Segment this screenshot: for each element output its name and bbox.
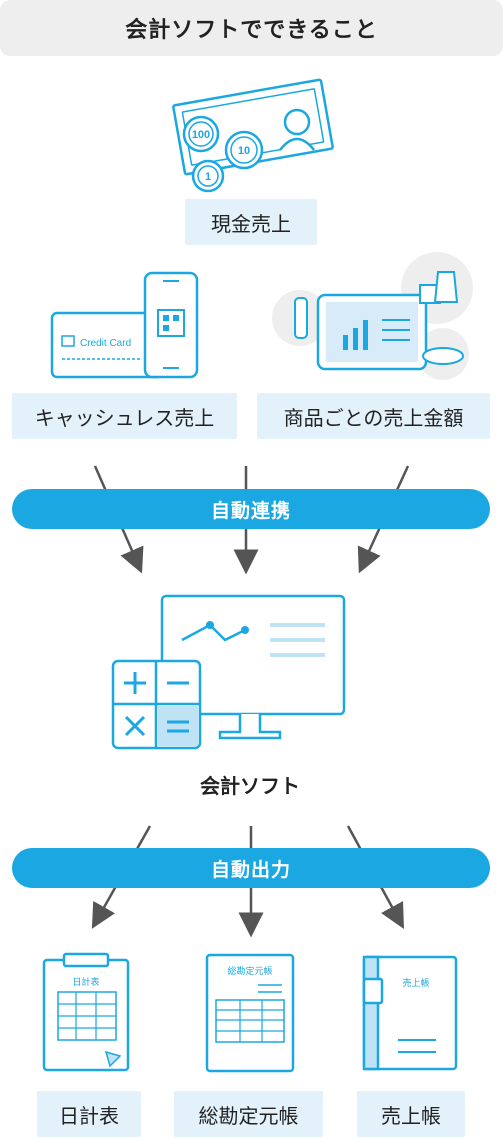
- ledger-label: 総勘定元帳: [174, 1091, 323, 1137]
- journal-label: 日計表: [37, 1091, 141, 1137]
- cash-icon: [172, 78, 334, 193]
- ledger-doc-text: 総勘定元帳: [227, 965, 272, 977]
- coin-1-text: 1: [205, 171, 211, 183]
- clipboard-icon: [42, 952, 130, 1072]
- sales-book-label: 売上帳: [357, 1091, 465, 1137]
- tablet-icon: [272, 252, 473, 380]
- cash-sales-label: 現金売上: [185, 199, 317, 245]
- credit-card-text: Credit Card: [80, 338, 131, 349]
- software-label: 会計ソフト: [200, 773, 300, 798]
- sales-book-icon: [362, 955, 458, 1071]
- journal-doc-text: 日計表: [72, 976, 99, 988]
- page-title: 会計ソフトでできること: [0, 0, 503, 56]
- ledger-icon: [205, 953, 295, 1073]
- computer-icon: [160, 594, 346, 740]
- coin-10-text: 10: [238, 145, 250, 157]
- smartphone-icon: [143, 271, 199, 379]
- product-sales-label: 商品ごとの売上金額: [257, 393, 490, 439]
- sales-doc-text: 売上帳: [402, 977, 429, 989]
- calculator-icon: [111, 659, 202, 750]
- cashless-sales-label: キャッシュレス売上: [12, 393, 237, 439]
- auto-output-banner: 自動出力: [12, 848, 490, 888]
- coin-100-text: 100: [192, 129, 210, 141]
- auto-sync-banner: 自動連携: [12, 489, 490, 529]
